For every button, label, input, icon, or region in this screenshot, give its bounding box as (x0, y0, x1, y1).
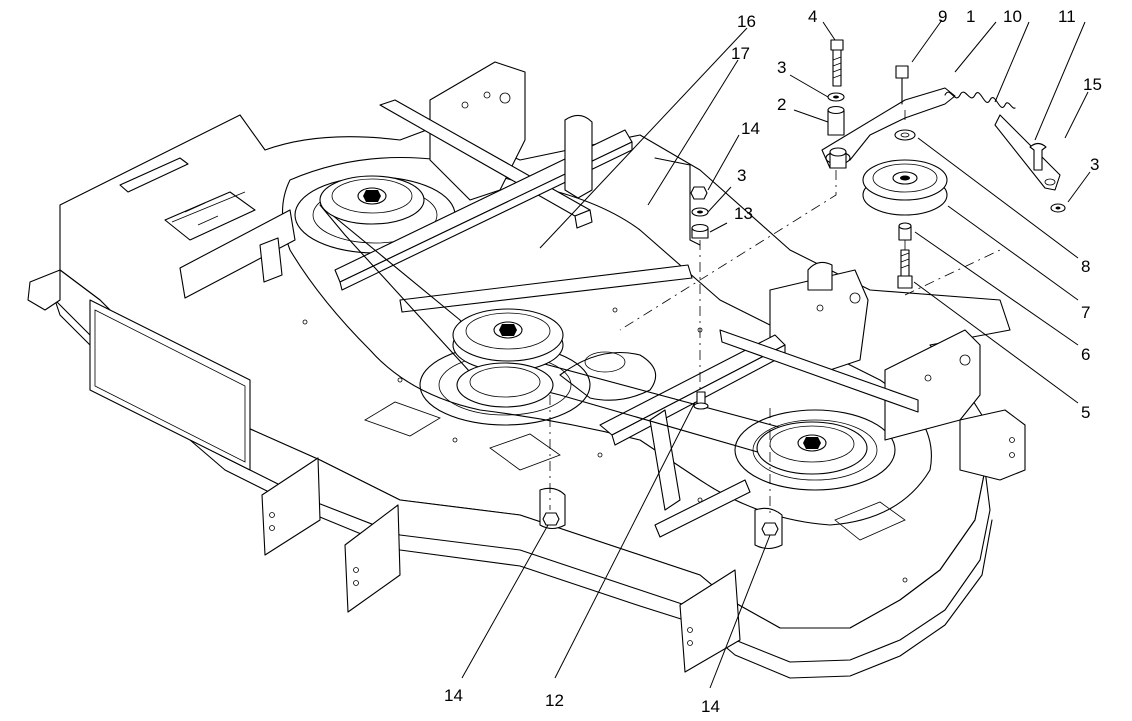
spindle-pulley-right (756, 421, 868, 475)
callout-7: 7 (1081, 303, 1090, 322)
spindle-pulley-center (452, 308, 564, 408)
callout-11: 11 (1058, 7, 1076, 26)
callout-6: 6 (1081, 345, 1090, 364)
deck-frame-rails (334, 99, 919, 538)
callout-14: 14 (741, 119, 760, 138)
callout-4: 4 (808, 7, 817, 26)
callout-3: 3 (1090, 155, 1099, 174)
idler-assembly-exploded (821, 39, 1066, 289)
callout-labels: 1 2 3 3 3 4 5 6 7 8 9 10 11 12 13 14 14 … (444, 7, 1102, 716)
bolt-head (830, 39, 844, 51)
callout-8: 8 (1081, 257, 1090, 276)
callout-9: 9 (938, 7, 947, 26)
callout-10: 10 (1003, 7, 1022, 26)
callout-17: 17 (731, 44, 750, 63)
assembly-centerlines (549, 110, 1001, 518)
leader-lines (461, 19, 1091, 689)
belt-guard-posts (564, 114, 833, 291)
callout-12: 12 (545, 691, 564, 710)
callout-16: 16 (737, 12, 756, 31)
callout-2: 2 (777, 95, 786, 114)
mounting-brackets (261, 61, 1026, 673)
callout-14: 14 (444, 686, 463, 705)
callout-5: 5 (1081, 403, 1090, 422)
callout-3: 3 (737, 166, 746, 185)
callout-15: 15 (1083, 75, 1102, 94)
spindle-pulley-left (319, 175, 425, 225)
callout-14: 14 (701, 697, 720, 716)
callout-3: 3 (777, 58, 786, 77)
callout-13: 13 (734, 204, 753, 223)
callout-1: 1 (966, 7, 975, 26)
